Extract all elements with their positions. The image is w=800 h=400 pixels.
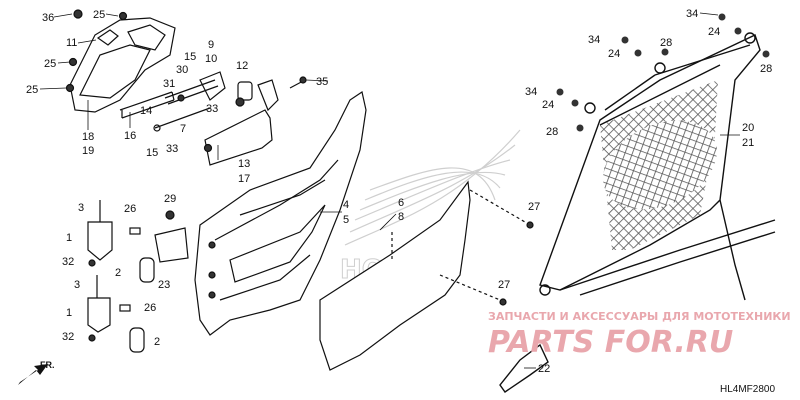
callout-1-a: 1 <box>66 232 72 244</box>
watermark-brand: PARTS FOR.RU <box>488 325 733 360</box>
callout-33-a: 33 <box>206 103 218 115</box>
callout-32-a: 32 <box>62 256 74 268</box>
door-panel <box>194 91 367 336</box>
callout-31: 31 <box>163 78 175 90</box>
callout-24-c: 24 <box>542 99 554 111</box>
callout-25-b: 25 <box>44 58 56 70</box>
callout-14: 14 <box>140 105 152 117</box>
callout-3-a: 3 <box>78 202 84 214</box>
callout-33-b: 33 <box>166 143 178 155</box>
callout-24-b: 24 <box>608 48 620 60</box>
callout-16: 16 <box>124 130 136 142</box>
callout-22: 22 <box>538 363 550 375</box>
callout-36: 36 <box>42 12 54 24</box>
side-panel <box>319 180 534 371</box>
callout-34-a: 34 <box>686 8 698 20</box>
callout-3-b: 3 <box>74 279 80 291</box>
callout-labels: 36 25 11 25 25 18 19 16 14 31 30 15 9 10… <box>26 8 772 375</box>
hinge-assembly <box>87 200 189 353</box>
callout-28-c: 28 <box>546 126 558 138</box>
door-handle-assembly <box>65 9 176 119</box>
callout-12: 12 <box>236 60 248 72</box>
callout-28-b: 28 <box>660 37 672 49</box>
net-fasteners <box>556 13 770 132</box>
callout-1-b: 1 <box>66 307 72 319</box>
callout-27-b: 27 <box>498 279 510 291</box>
leader-lines <box>39 12 740 369</box>
callout-6: 6 <box>398 197 404 209</box>
callout-29: 29 <box>164 193 176 205</box>
callout-5: 5 <box>343 214 349 226</box>
callout-19: 19 <box>82 145 94 157</box>
callout-25-a: 25 <box>93 9 105 21</box>
callout-32-b: 32 <box>62 331 74 343</box>
callout-13: 13 <box>238 158 250 170</box>
callout-7: 7 <box>180 123 186 135</box>
callout-20: 20 <box>742 122 754 134</box>
callout-35: 35 <box>316 76 328 88</box>
callout-23: 23 <box>158 279 170 291</box>
callout-2-b: 2 <box>154 336 160 348</box>
front-arrow: FR. <box>18 360 55 385</box>
callout-28-a: 28 <box>760 63 772 75</box>
watermark-caption: ЗАПЧАСТИ И АКСЕССУАРЫ ДЛЯ МОТОТЕХНИКИ <box>488 310 791 323</box>
callout-34-b: 34 <box>588 34 600 46</box>
callout-11: 11 <box>66 37 77 49</box>
callout-27-a: 27 <box>528 201 540 213</box>
callout-21: 21 <box>742 137 754 149</box>
front-label: FR. <box>40 360 55 370</box>
net-frame <box>499 32 776 393</box>
callout-30: 30 <box>176 64 188 76</box>
callout-15-b: 15 <box>146 147 158 159</box>
callout-8: 8 <box>398 211 404 223</box>
callout-25-c: 25 <box>26 84 38 96</box>
callout-24-a: 24 <box>708 26 720 38</box>
callout-10: 10 <box>205 53 217 65</box>
callout-17: 17 <box>238 173 250 185</box>
callout-26-a: 26 <box>124 203 136 215</box>
callout-15-a: 15 <box>184 51 196 63</box>
callout-9: 9 <box>208 39 214 51</box>
callout-18: 18 <box>82 131 94 143</box>
latch-assembly <box>153 71 307 166</box>
diagram-code: HL4MF2800 <box>720 384 775 395</box>
honda-wing-logo <box>344 129 521 246</box>
callout-4: 4 <box>343 199 349 211</box>
callout-2-a: 2 <box>115 267 121 279</box>
callout-26-b: 26 <box>144 302 156 314</box>
callout-34-c: 34 <box>525 86 537 98</box>
